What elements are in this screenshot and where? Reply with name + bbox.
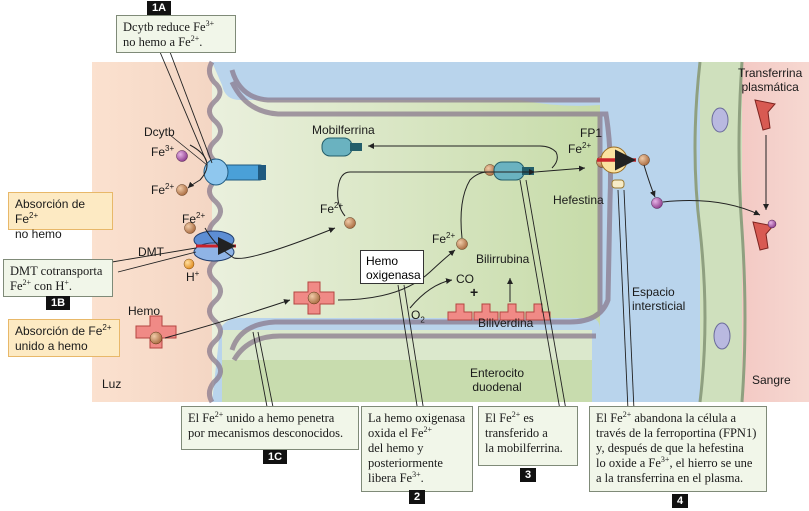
transferrin-free bbox=[754, 99, 776, 131]
callout-4-number: 4 bbox=[672, 494, 688, 508]
dmt-transporter bbox=[193, 230, 236, 262]
ferroportin-fp1 bbox=[597, 146, 636, 174]
label-dcytb: Dcytb bbox=[144, 125, 175, 139]
label-sangre: Sangre bbox=[752, 373, 791, 387]
fe2-ball-exit bbox=[638, 154, 650, 166]
label-luz: Luz bbox=[102, 377, 122, 391]
endothelial-nucleus-bottom bbox=[713, 322, 731, 350]
label-fe2-a: Fe2+ bbox=[151, 182, 175, 198]
label-biliverdina: Biliverdina bbox=[478, 316, 534, 330]
label-bilirrubina: Bilirrubina bbox=[476, 252, 530, 266]
fe2-ball-dmt bbox=[184, 222, 196, 234]
endothelial-nucleus-top bbox=[711, 107, 729, 133]
fe3-ball-exit bbox=[651, 197, 663, 209]
label-co: CO bbox=[456, 272, 474, 286]
callout-1c-number: 1C bbox=[263, 450, 287, 464]
label-fe2-c: Fe2+ bbox=[320, 201, 344, 217]
callout-1b-number: 1B bbox=[46, 296, 70, 310]
capillary-membrane bbox=[693, 61, 747, 403]
h-plus-ball bbox=[183, 258, 195, 270]
mobilferrin-free bbox=[321, 137, 362, 157]
label-fp1: FP1 bbox=[580, 126, 603, 140]
label-fe3: Fe3+ bbox=[151, 144, 175, 160]
hephaestin bbox=[611, 179, 625, 189]
label-o2: O2 bbox=[411, 308, 425, 325]
heme-cell bbox=[293, 281, 335, 315]
label-h-plus: H+ bbox=[186, 269, 200, 285]
label-dmt: DMT bbox=[138, 245, 164, 259]
fe2-ball-cell bbox=[344, 217, 356, 229]
fe2-ball-oxygenase bbox=[456, 238, 468, 250]
callout-2-number: 2 bbox=[409, 490, 425, 504]
fe2-ball-dcytb bbox=[176, 184, 188, 196]
label-fe2-b: Fe2+ bbox=[182, 211, 206, 227]
callout-1a-number: 1A bbox=[147, 1, 171, 15]
dcytb-protein bbox=[203, 158, 266, 186]
fe3-ball bbox=[176, 150, 188, 162]
label-plus: + bbox=[470, 284, 479, 300]
label-mobilferrina: Mobilferrina bbox=[312, 123, 375, 137]
label-hemo: Hemo bbox=[128, 304, 161, 318]
label-absorcion-no-hemo: Absorción de Fe2+no hemo bbox=[8, 192, 113, 241]
blood-region bbox=[740, 62, 809, 402]
callout-3-number: 3 bbox=[520, 468, 536, 482]
mobilferrin-bound bbox=[493, 161, 534, 181]
label-fe2-d: Fe2+ bbox=[432, 231, 456, 247]
label-absorcion-hemo: Absorción de Fe2+unido a hemo bbox=[8, 319, 120, 357]
callout-1a: Dcytb reduce Fe3+no hemo a Fe2+. bbox=[116, 15, 236, 53]
top-lateral-space bbox=[212, 62, 600, 106]
heme-lumen bbox=[135, 315, 177, 349]
label-fe2-e: Fe2+ bbox=[568, 141, 592, 157]
label-hefestina: Hefestina bbox=[553, 193, 604, 207]
